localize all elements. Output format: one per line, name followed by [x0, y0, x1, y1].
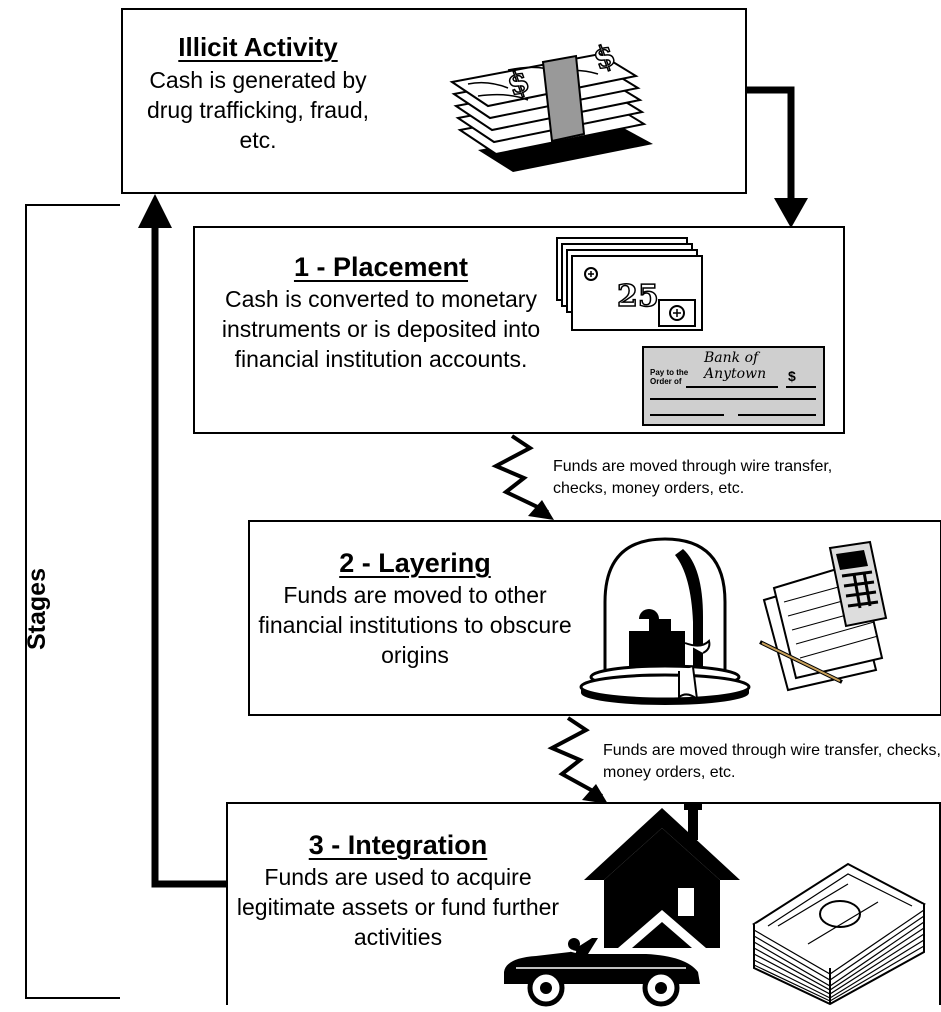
check-dollar-sign: $ [788, 368, 796, 384]
money-order-icon: 25 [556, 237, 703, 331]
house-icon [584, 804, 740, 948]
zigzag-arrow-icon [491, 434, 554, 520]
layering-description: Funds are moved to other financial insti… [258, 582, 572, 668]
bank-check-icon: Bank of Anytown Pay to the Order of $ [642, 346, 825, 426]
integration-description: Funds are used to acquire legitimate ass… [236, 864, 560, 950]
papers-calculator-icon [759, 540, 888, 692]
placement-title: 1 - Placement [293, 252, 469, 282]
bell-jar-icon [579, 537, 751, 705]
integration-box: 3 - Integration Funds are used to acquir… [226, 802, 941, 1007]
check-order-of: Order of [650, 377, 682, 386]
placement-description: Cash is converted to monetary instrument… [221, 286, 541, 372]
illicit-activity-title: Illicit Activity [178, 32, 338, 62]
convertible-car-icon [504, 938, 700, 1007]
caption-layering-to-integration: Funds are moved through wire transfer, c… [603, 742, 941, 781]
placement-box: 1 - Placement Cash is converted to monet… [193, 226, 845, 434]
layering-box: 2 - Layering Funds are moved to other fi… [248, 520, 941, 716]
arrow-to-illicit [151, 225, 226, 888]
integration-title: 3 - Integration [308, 830, 488, 860]
illicit-activity-description: Cash is generated by drug trafficking, f… [146, 67, 370, 153]
layering-title: 2 - Layering [339, 548, 491, 578]
money-order-value: 25 [617, 279, 659, 314]
check-pay-to: Pay to the [650, 368, 689, 377]
money-pile-icon [752, 862, 926, 1006]
check-bank-name: Bank of Anytown [704, 350, 767, 382]
caption-placement-to-layering: Funds are moved through wire transfer, c… [553, 458, 833, 497]
cash-stack-icon: $ $ [449, 37, 653, 172]
zigzag-arrow-icon [547, 716, 608, 804]
illicit-activity-box: Illicit Activity Cash is generated by dr… [121, 8, 747, 194]
arrow-to-placement [747, 86, 795, 200]
